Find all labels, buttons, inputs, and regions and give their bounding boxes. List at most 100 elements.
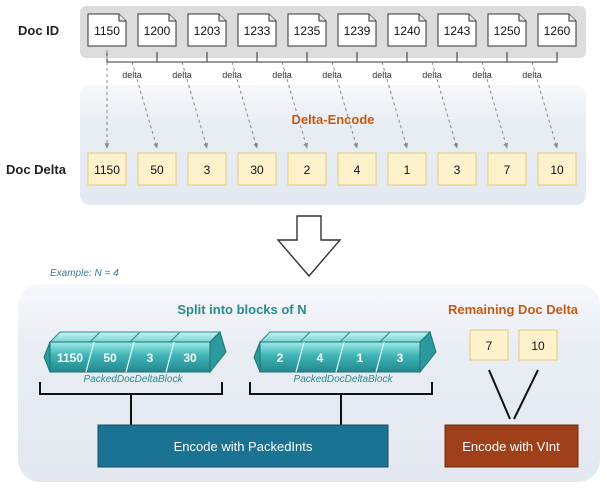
split-title: Split into blocks of N	[177, 302, 306, 317]
block-top-separator	[169, 331, 181, 343]
doc-id-box	[337, 13, 377, 47]
doc-delta-value: 7	[504, 163, 511, 177]
doc-delta-value: 3	[454, 163, 461, 177]
packed-block-label: PackedDocDeltaBlock	[84, 374, 184, 385]
doc-id-box	[187, 13, 227, 47]
delta-label: delta	[422, 70, 442, 80]
block-value: 1	[357, 351, 364, 365]
remaining-delta-box	[469, 329, 509, 361]
block-value: 4	[317, 351, 324, 365]
delta-label: delta	[222, 70, 242, 80]
block-value: 1150	[57, 351, 83, 365]
delta-arrow	[531, 61, 558, 149]
block-value: 50	[103, 351, 117, 365]
doc-delta-value: 50	[150, 163, 164, 177]
delta-label: delta	[322, 70, 342, 80]
doc-id-value: 1150	[94, 24, 120, 38]
doc-corner-icon	[218, 14, 226, 22]
doc-delta-box	[487, 152, 527, 186]
packed-block-label: PackedDocDeltaBlock	[294, 374, 394, 385]
block-separator	[335, 341, 345, 373]
doc-id-value: 1240	[394, 24, 421, 38]
doc-corner-icon	[268, 14, 276, 22]
doc-delta-box	[287, 152, 327, 186]
delta-arrow	[481, 61, 508, 149]
remaining-connector	[513, 369, 539, 420]
delta-arrow	[181, 61, 208, 149]
doc-id-value: 1250	[494, 24, 521, 38]
doc-delta-label: Doc Delta	[6, 162, 67, 177]
delta-label: delta	[372, 70, 392, 80]
doc-delta-value: 4	[354, 163, 361, 177]
doc-delta-box	[87, 152, 127, 186]
doc-delta-value: 3	[204, 163, 211, 177]
block-start-face	[43, 341, 51, 373]
remaining-delta-box	[518, 329, 558, 361]
doc-delta-value: 10	[550, 163, 564, 177]
delta-arrow	[331, 61, 358, 149]
doc-delta-value: 2	[304, 163, 311, 177]
doc-delta-box	[337, 152, 377, 186]
doc-id-box	[137, 13, 177, 47]
example-note: Example: N = 4	[50, 268, 119, 279]
delta-label: delta	[272, 70, 292, 80]
delta-label: delta	[172, 70, 192, 80]
delta-arrow	[381, 61, 408, 149]
doc-id-value: 1203	[194, 24, 221, 38]
delta-label: delta	[122, 70, 142, 80]
doc-id-box	[487, 13, 527, 47]
remaining-connector	[488, 369, 511, 420]
delta-arrow	[281, 61, 308, 149]
doc-delta-box	[137, 152, 177, 186]
block-separator	[85, 341, 95, 373]
doc-id-value: 1260	[544, 24, 571, 38]
block-top-separator	[89, 331, 101, 343]
doc-delta-box	[537, 152, 577, 186]
doc-delta-box	[237, 152, 277, 186]
delta-label: delta	[522, 70, 542, 80]
doc-delta-value: 1	[404, 163, 411, 177]
delta-arrow	[231, 61, 258, 149]
doc-delta-box	[387, 152, 427, 186]
doc-corner-icon	[518, 14, 526, 22]
block-separator	[125, 341, 135, 373]
block-value: 2	[277, 351, 284, 365]
block-top-separator	[129, 331, 141, 343]
doc-delta-value: 1150	[94, 163, 120, 177]
doc-delta-value: 30	[250, 163, 264, 177]
encode-vint-label: Encode with VInt	[462, 439, 560, 454]
block-end-face	[419, 331, 437, 374]
doc-id-box	[537, 13, 577, 47]
remaining-delta-value: 7	[486, 339, 493, 353]
block-top-separator	[379, 331, 391, 343]
doc-corner-icon	[368, 14, 376, 22]
doc-corner-icon	[418, 14, 426, 22]
encode-vint-box	[444, 424, 579, 468]
doc-corner-icon	[318, 14, 326, 22]
doc-id-value: 1200	[144, 24, 171, 38]
block-separator	[375, 341, 385, 373]
block-value: 30	[183, 351, 197, 365]
delta-arrow	[131, 61, 158, 149]
block-separator	[295, 341, 305, 373]
doc-id-value: 1243	[444, 24, 471, 38]
doc-corner-icon	[568, 14, 576, 22]
down-arrow-icon	[276, 215, 342, 278]
block-value: 3	[397, 351, 404, 365]
delta-arrow	[431, 61, 458, 149]
remaining-title: Remaining Doc Delta	[448, 302, 579, 317]
encode-packedints-box	[97, 424, 389, 468]
delta-encode-title: Delta-Encode	[291, 112, 374, 127]
doc-corner-icon	[168, 14, 176, 22]
block-top-separator	[339, 331, 351, 343]
doc-id-box	[87, 13, 127, 47]
delta-brackets: delta delta delta delta delta delta delta delta…	[104, 50, 558, 149]
doc-id-value: 1233	[244, 24, 271, 38]
doc-delta-box	[437, 152, 477, 186]
